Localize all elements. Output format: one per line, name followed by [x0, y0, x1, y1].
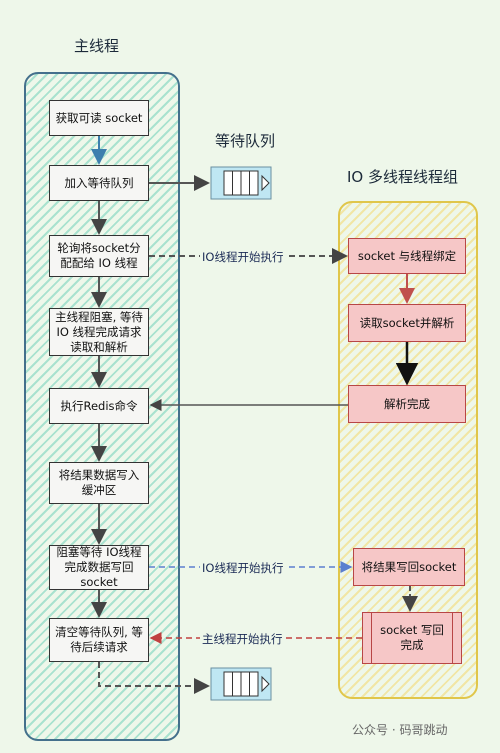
- step-write-buffer: 将结果数据写入缓冲区: [49, 462, 149, 504]
- label-io-start-1: IO线程开始执行: [200, 249, 286, 265]
- step-main-blocked-write: 阻塞等待 IO线程完成数据写回socket: [49, 545, 149, 590]
- io-step-parse-done: 解析完成: [348, 385, 466, 423]
- cleared-queue-icon: [210, 667, 272, 701]
- label-io-start-2: IO线程开始执行: [200, 560, 286, 576]
- wait-queue-icon: [210, 166, 272, 200]
- step-assign-io-thread: 轮询将socket分配配给 IO 线程: [49, 235, 149, 277]
- step-get-readable-socket: 获取可读 socket: [49, 100, 149, 136]
- queue-title: 等待队列: [215, 132, 276, 150]
- step-add-to-queue: 加入等待队列: [49, 165, 149, 201]
- io-step-read-parse: 读取socket并解析: [348, 304, 466, 342]
- io-step-bind-socket: socket 与线程绑定: [348, 238, 466, 274]
- dashed-clear-to-queue: [98, 662, 210, 694]
- io-step-write-complete: socket 写回完成: [362, 612, 462, 664]
- watermark: 公众号 · 码哥跳动: [352, 723, 448, 737]
- main-thread-title: 主线程: [74, 37, 120, 55]
- io-group-title: IO 多线程线程组: [347, 168, 458, 186]
- step-clear-queue: 清空等待队列, 等待后续请求: [49, 618, 149, 662]
- step-exec-redis-command: 执行Redis命令: [49, 388, 149, 424]
- label-main-start: 主线程开始执行: [200, 631, 285, 647]
- step-main-blocked-read: 主线程阻塞, 等待 IO 线程完成请求读取和解析: [49, 308, 149, 356]
- io-step-write-back: 将结果写回socket: [353, 548, 465, 586]
